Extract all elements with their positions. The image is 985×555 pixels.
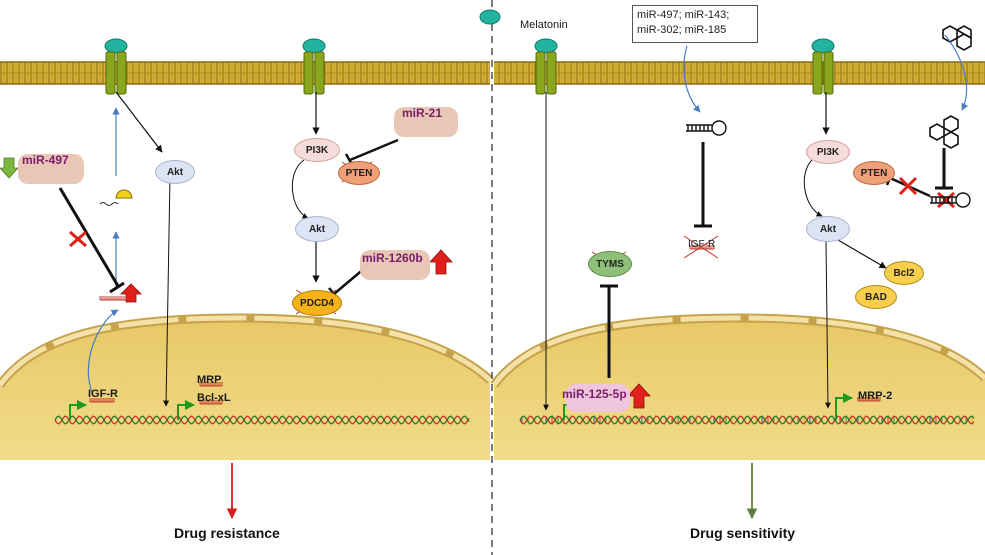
mirna-hairpin-icon (686, 120, 727, 136)
igf-receptor-icon (99, 189, 133, 206)
inhibition-x-icon (898, 176, 918, 196)
melatonin-label: Melatonin (520, 19, 568, 31)
mir-125-5p-label: miR-125-5p (562, 387, 627, 401)
receptor-left-1 (104, 38, 128, 95)
mir-125-5p-box (566, 384, 630, 412)
cell-membrane-left (0, 61, 490, 85)
mrna-transcript-icon (857, 397, 881, 402)
dna-helix-right (519, 415, 975, 425)
receptor-left-2 (302, 38, 326, 95)
mir-21-label: miR-21 (402, 106, 443, 120)
mir-1260b-box (360, 250, 430, 280)
mrna-transcript-icon (99, 296, 127, 301)
pten-label: PTEN (860, 167, 888, 179)
up-arrow-icon (627, 383, 651, 409)
up-arrow-icon (429, 249, 453, 275)
bad-label: BAD (865, 291, 887, 303)
mir-21-box (394, 107, 458, 137)
bad-node: BAD (855, 285, 897, 309)
akt-label: Akt (819, 223, 837, 235)
mir-1260b-label: miR-1260b (362, 251, 423, 265)
nucleus-left (0, 313, 494, 460)
pi3k-node-right: PI3K (806, 140, 850, 164)
pdcd4-node: PDCD4 (292, 290, 342, 316)
pi3k-label: PI3K (816, 146, 840, 158)
igf-r-label-left: IGF-R (88, 388, 118, 400)
mirna-list-box: miR-497; miR-143; miR-302; miR-185 (632, 5, 758, 43)
igf-r-label-right: IGF-R (688, 239, 716, 250)
bcl2-node: Bcl2 (884, 261, 924, 285)
akt-label: Akt (166, 166, 184, 178)
mir-497-label: miR-497 (22, 153, 69, 167)
tyms-label: TYMS (596, 258, 624, 270)
receptor-right-1 (534, 38, 558, 95)
pi3k-label: PI3K (305, 144, 329, 156)
receptor-right-2 (811, 38, 835, 95)
cell-membrane-right (494, 61, 985, 85)
pten-node-right: PTEN (853, 161, 895, 185)
mrp-label: MRP (197, 374, 222, 386)
mrna-transcript-icon (689, 245, 715, 250)
pdcd4-label: PDCD4 (300, 297, 334, 309)
pten-node-left: PTEN (338, 161, 380, 185)
akt-node-top-left: Akt (155, 160, 195, 184)
akt-node-mid-left: Akt (295, 216, 339, 242)
drug-molecule-icon-top (942, 25, 972, 51)
mirna-hairpin-icon (930, 192, 971, 208)
akt-label: Akt (308, 223, 326, 235)
bcl-xl-label: Bcl-xL (197, 392, 231, 404)
pten-label: PTEN (345, 167, 373, 179)
mir497-inhibition-line (58, 187, 120, 287)
dna-helix-left (54, 415, 470, 425)
pi3k-node-left: PI3K (294, 138, 340, 162)
drug-sensitivity-caption: Drug sensitivity (690, 525, 796, 541)
inhibition-x-icon (937, 191, 955, 209)
drug-molecule-icon-mid (929, 115, 959, 149)
drug-resistance-caption: Drug resistance (174, 525, 280, 541)
mirna-list-line-2: miR-302; miR-185 (637, 24, 727, 36)
mirna-list-line-1: miR-497; miR-143; (637, 9, 730, 21)
down-arrow-icon (0, 157, 19, 179)
up-arrow-icon (120, 283, 142, 303)
mir-497-box (18, 154, 84, 184)
bcl2-label: Bcl2 (893, 267, 915, 279)
melatonin-ligand-icon (479, 9, 501, 25)
mrna-transcript-icon (199, 382, 223, 387)
akt-node-right: Akt (806, 216, 850, 242)
inhibition-x-icon (69, 230, 87, 248)
mrp-2-label: MRP-2 (858, 390, 893, 402)
tyms-node: TYMS (588, 251, 632, 277)
mrna-transcript-icon (89, 398, 115, 403)
mrna-transcript-icon (199, 400, 223, 405)
